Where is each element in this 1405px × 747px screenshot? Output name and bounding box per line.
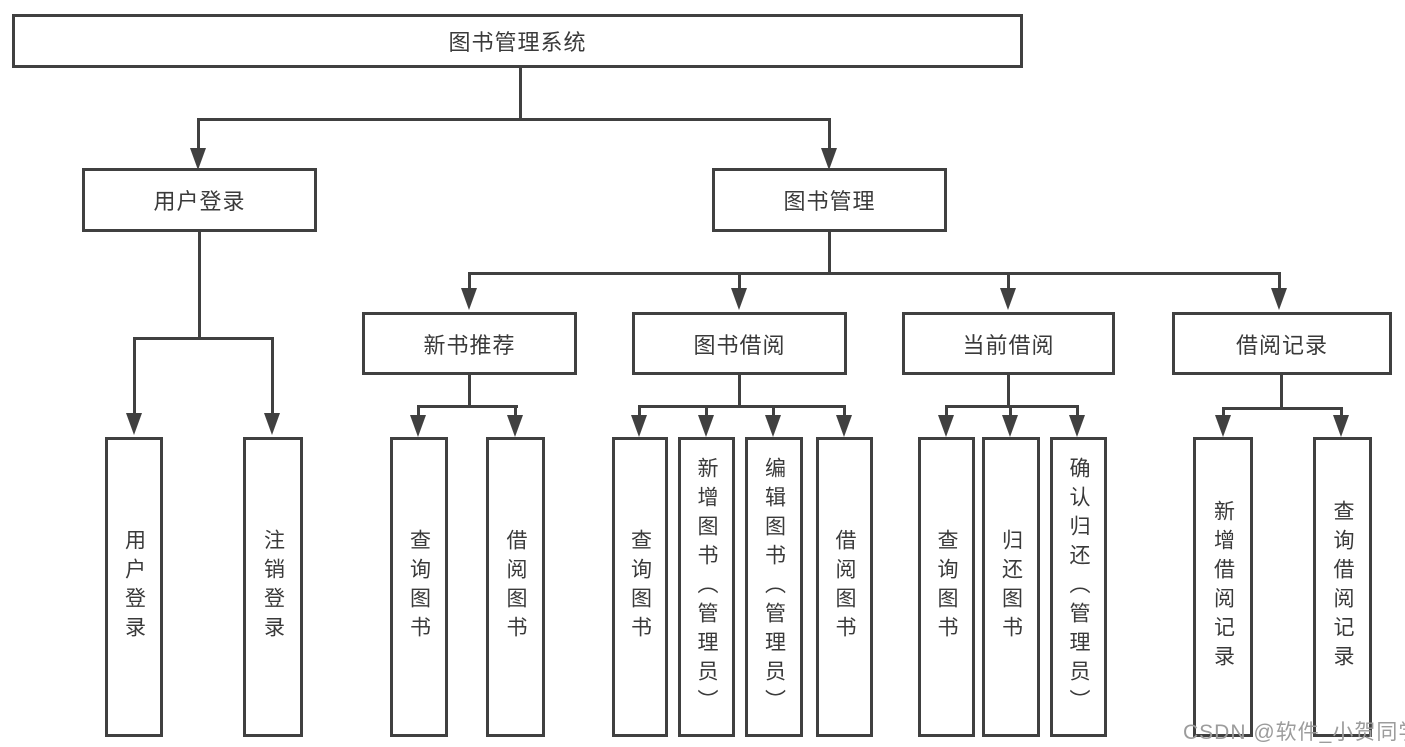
node-label: 图书管理系统 bbox=[448, 30, 587, 55]
arrowhead-user-login bbox=[190, 148, 206, 170]
leaf-add-borrow-record: 新增借阅记录 bbox=[1193, 437, 1253, 737]
connector-new-book-drop bbox=[468, 375, 471, 408]
connector-book-management-drop bbox=[828, 232, 831, 272]
arrowhead-leaf bbox=[126, 413, 142, 435]
node-book-borrowing: 图书借阅 bbox=[632, 312, 847, 375]
node-label: 当前借阅 bbox=[962, 332, 1055, 358]
connector-stem-book-borrow bbox=[738, 272, 741, 290]
node-label: 注销登录 bbox=[261, 529, 285, 645]
connector-user-login-drop bbox=[198, 232, 201, 337]
connector-stem-leaf bbox=[1222, 407, 1225, 417]
leaf-query-books-recommend: 查询图书 bbox=[390, 437, 448, 737]
connector-stem-leaf bbox=[1340, 407, 1343, 417]
arrowhead-book-borrow bbox=[731, 288, 747, 310]
connector-stem-borrow-records bbox=[1278, 272, 1281, 290]
connector-stem-book-management bbox=[828, 118, 831, 150]
connector-stem-leaf bbox=[1076, 405, 1079, 417]
leaf-confirm-return-admin: 确认归还（管理员） bbox=[1050, 437, 1107, 737]
node-library-system: 图书管理系统 bbox=[12, 14, 1023, 68]
node-current-borrowing: 当前借阅 bbox=[902, 312, 1115, 375]
arrowhead-leaf bbox=[631, 415, 647, 437]
arrowhead-current-borrow bbox=[1000, 288, 1016, 310]
connector-stem-leaf bbox=[133, 337, 136, 415]
arrowhead-leaf bbox=[765, 415, 781, 437]
node-label: 借阅图书 bbox=[504, 529, 527, 645]
arrowhead-leaf bbox=[1069, 415, 1085, 437]
connector-stem-leaf bbox=[772, 405, 775, 417]
leaf-query-books-borrowing: 查询图书 bbox=[612, 437, 668, 737]
leaf-query-borrow-record: 查询借阅记录 bbox=[1313, 437, 1372, 737]
connector-current-borrow-drop bbox=[1007, 375, 1010, 408]
leaf-add-books-admin: 新增图书（管理员） bbox=[678, 437, 735, 737]
csdn-watermark: CSDN @软件_小贺同学 bbox=[1183, 721, 1405, 744]
node-label: 借阅图书 bbox=[833, 529, 856, 645]
node-label: 新书推荐 bbox=[423, 332, 516, 358]
leaf-edit-books-admin: 编辑图书（管理员） bbox=[745, 437, 803, 737]
node-label: 确认归还（管理员） bbox=[1067, 456, 1090, 718]
connector-book-borrow-bar bbox=[638, 405, 846, 408]
arrowhead-book-management bbox=[821, 148, 837, 170]
connector-stem-leaf bbox=[945, 405, 948, 417]
connector-stem-leaf bbox=[514, 405, 517, 417]
connector-stem-user-login bbox=[197, 118, 200, 150]
node-label: 编辑图书（管理员） bbox=[762, 456, 786, 718]
arrowhead-leaf bbox=[410, 415, 426, 437]
leaf-borrow-books: 借阅图书 bbox=[816, 437, 873, 737]
node-label: 借阅记录 bbox=[1235, 332, 1328, 358]
connector-book-borrow-drop bbox=[738, 375, 741, 408]
arrowhead-leaf bbox=[507, 415, 523, 437]
node-label: 图书借阅 bbox=[693, 332, 786, 358]
node-label: 新增借阅记录 bbox=[1211, 500, 1235, 674]
arrowhead-leaf bbox=[264, 413, 280, 435]
connector-stem-leaf bbox=[638, 405, 641, 417]
connector-borrow-records-drop bbox=[1280, 375, 1283, 410]
arrowhead-leaf bbox=[1333, 415, 1349, 437]
connector-borrow-records-bar bbox=[1222, 407, 1343, 410]
node-label: 查询图书 bbox=[407, 529, 431, 645]
node-new-book-recommendation: 新书推荐 bbox=[362, 312, 577, 375]
leaf-query-books-current: 查询图书 bbox=[918, 437, 975, 737]
node-user-login: 用户登录 bbox=[82, 168, 317, 232]
arrowhead-leaf bbox=[1002, 415, 1018, 437]
connector-root-drop bbox=[519, 68, 522, 118]
connector-stem-leaf bbox=[705, 405, 708, 417]
connector-stem-leaf bbox=[843, 405, 846, 417]
connector-root-bar bbox=[197, 118, 831, 121]
connector-stem-current-borrow bbox=[1007, 272, 1010, 290]
arrowhead-leaf bbox=[938, 415, 954, 437]
node-label: 用户登录 bbox=[122, 529, 146, 645]
node-borrowing-records: 借阅记录 bbox=[1172, 312, 1392, 375]
connector-stem-leaf bbox=[417, 405, 420, 417]
node-label: 查询图书 bbox=[628, 529, 652, 645]
leaf-logout: 注销登录 bbox=[243, 437, 303, 737]
connector-stem-leaf bbox=[271, 337, 274, 415]
node-label: 图书管理 bbox=[783, 189, 876, 214]
leaf-user-login: 用户登录 bbox=[105, 437, 163, 737]
arrowhead-leaf bbox=[1215, 415, 1231, 437]
connector-stem-new-book bbox=[468, 272, 471, 290]
node-label: 查询图书 bbox=[935, 529, 958, 645]
connector-stem-leaf bbox=[1009, 405, 1012, 417]
arrowhead-leaf bbox=[698, 415, 714, 437]
node-book-management: 图书管理 bbox=[712, 168, 947, 232]
node-label: 用户登录 bbox=[153, 189, 246, 214]
node-label: 归还图书 bbox=[999, 529, 1023, 645]
leaf-return-books: 归还图书 bbox=[982, 437, 1040, 737]
arrowhead-borrow-records bbox=[1271, 288, 1287, 310]
leaf-borrow-books-recommend: 借阅图书 bbox=[486, 437, 545, 737]
node-label: 新增图书（管理员） bbox=[695, 456, 718, 718]
connector-book-management-bar bbox=[469, 272, 1281, 275]
arrowhead-leaf bbox=[836, 415, 852, 437]
arrowhead-new-book bbox=[461, 288, 477, 310]
connector-user-login-bar bbox=[133, 337, 274, 340]
node-label: 查询借阅记录 bbox=[1331, 500, 1354, 674]
connector-new-book-bar bbox=[417, 405, 518, 408]
